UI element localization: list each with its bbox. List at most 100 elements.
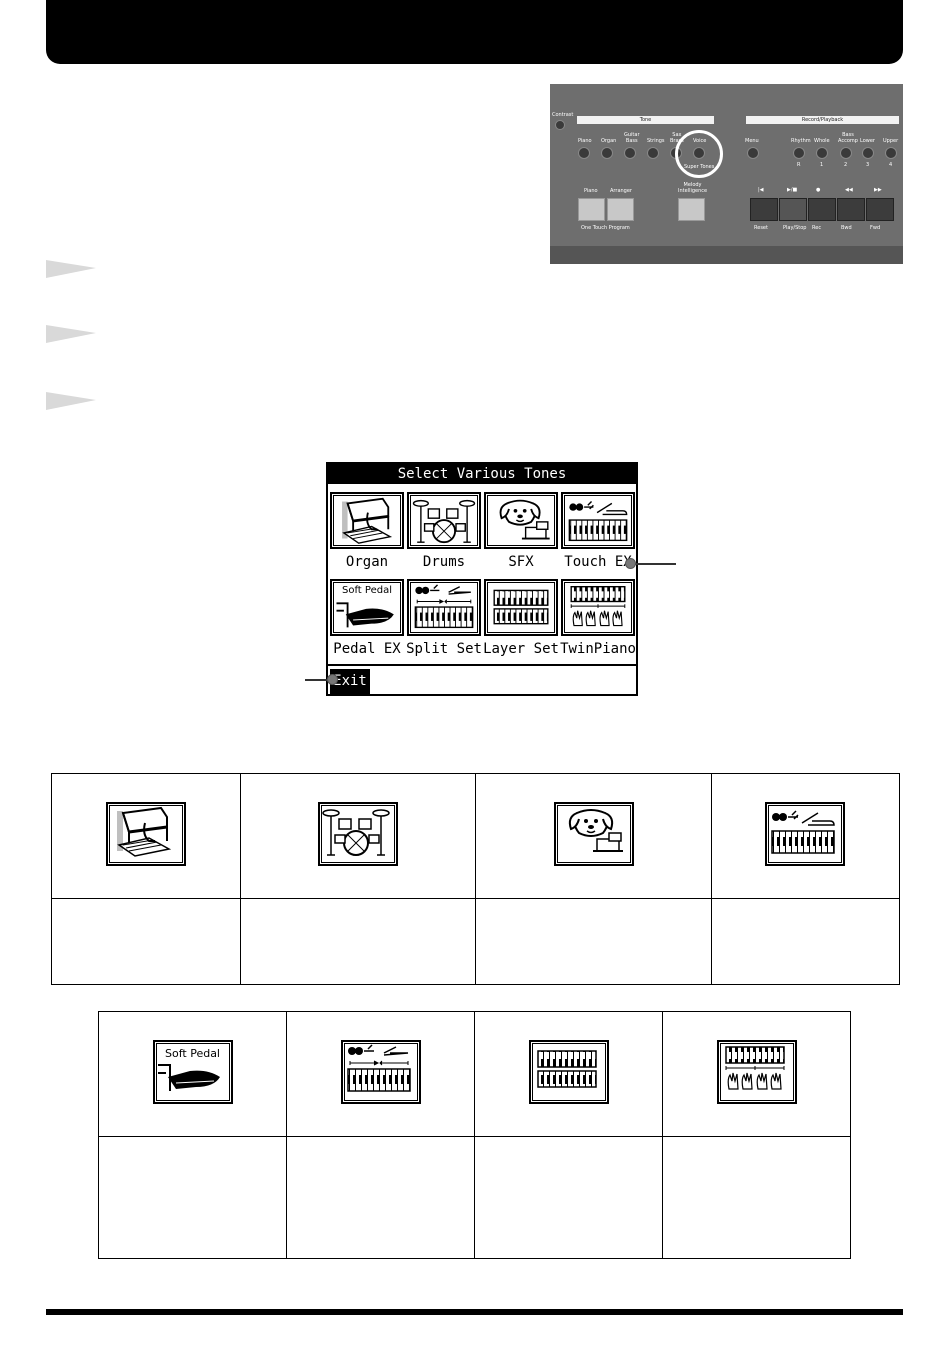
tile-organ[interactable] [330, 492, 404, 549]
record-track-number: 2 [844, 162, 848, 168]
transport-button[interactable] [866, 198, 894, 221]
tone-table-1 [50, 773, 901, 985]
transport-symbol: ◀◀ [845, 187, 853, 193]
record-button-label: Whole [814, 138, 830, 144]
record-track-number: R [797, 162, 801, 168]
step-1-marker [46, 260, 96, 278]
record-button-label: Lower [860, 138, 875, 144]
record-button-label: Rhythm [791, 138, 811, 144]
transport-button[interactable] [837, 198, 865, 221]
tile-label-layer-set: Layer Set [483, 641, 559, 657]
callout-line-exit [305, 679, 335, 681]
melody-intelligence-label: Melody Intelligence [678, 182, 708, 194]
panel-shadow [550, 246, 903, 264]
tone-button-label: Strings [647, 138, 665, 144]
transport-symbol: ▶/■ [787, 187, 798, 193]
tile-label-drums: Drums [422, 554, 466, 570]
tone-header: Tone [577, 116, 714, 124]
tile-pedal-ex[interactable]: Soft Pedal [330, 579, 404, 636]
touch-ex-icon [565, 496, 631, 545]
twin-piano-icon [720, 1043, 790, 1096]
callout-dot-touch-ex [625, 558, 636, 569]
layer-set-icon [532, 1043, 602, 1096]
tile-label-split-set: Split Set [406, 641, 482, 657]
tone-button-label: Guitar Bass [624, 132, 640, 144]
callout-line-touch-ex [630, 563, 676, 565]
exit-button[interactable]: Exit [330, 669, 370, 694]
record-button[interactable] [862, 147, 874, 159]
record-button[interactable] [793, 147, 805, 159]
split-set-description-cell [286, 1136, 475, 1259]
section-header-bar [46, 0, 903, 64]
drums-icon [321, 805, 391, 858]
record-track-number: 4 [889, 162, 893, 168]
transport-symbol: ● [816, 187, 821, 193]
twin-piano-description-cell [662, 1136, 851, 1259]
one-touch-piano-label: Piano [584, 188, 598, 194]
tone-button-label: Piano [578, 138, 592, 144]
record-button[interactable] [885, 147, 897, 159]
split-set-icon [411, 583, 477, 632]
tile-label-sfx: SFX [508, 554, 534, 570]
footer-rule [46, 1309, 903, 1315]
soft-pedal-text: Soft Pedal [165, 1047, 220, 1060]
tone-button[interactable] [647, 147, 659, 159]
split-set-icon-box [340, 1040, 421, 1104]
twin-piano-icon [565, 583, 631, 632]
one-touch-piano-button[interactable] [578, 198, 605, 221]
tone-button[interactable] [578, 147, 590, 159]
lcd-title: Select Various Tones [328, 464, 636, 484]
record-header: Record/Playback [746, 116, 899, 124]
sfx-description-cell [475, 898, 712, 985]
record-track-number: 1 [820, 162, 824, 168]
tone-button[interactable] [624, 147, 636, 159]
tile-label-touch-ex: Touch EX [564, 554, 632, 570]
tile-drums[interactable] [407, 492, 481, 549]
tone-button-label: Organ [601, 138, 617, 144]
pedal-ex-description-cell [98, 1136, 287, 1259]
sfx-dog-icon [557, 805, 627, 858]
tile-label-pedal-ex: Pedal EX [333, 641, 401, 657]
sfx-icon-box [553, 802, 634, 866]
transport-symbol: ▶▶ [874, 187, 882, 193]
record-button-label: Menu [745, 138, 759, 144]
transport-label: Play/Stop [783, 225, 807, 231]
transport-label: Fwd [870, 225, 881, 231]
one-touch-arranger-button[interactable] [607, 198, 634, 221]
drums-icon [411, 496, 477, 545]
transport-label: Bwd [841, 225, 852, 231]
transport-button[interactable] [750, 198, 778, 221]
one-touch-arranger-label: Arranger [610, 188, 632, 194]
tile-split-set[interactable] [407, 579, 481, 636]
transport-label: Rec [812, 225, 822, 231]
tone-button[interactable] [601, 147, 613, 159]
transport-button[interactable] [779, 198, 807, 221]
step-3-marker [46, 392, 96, 410]
layer-set-icon-box [528, 1040, 609, 1104]
transport-button[interactable] [808, 198, 836, 221]
record-button[interactable] [816, 147, 828, 159]
sfx-dog-icon [488, 496, 554, 545]
record-button-label: Upper [883, 138, 899, 144]
layer-set-description-cell [474, 1136, 663, 1259]
record-track-number: 3 [866, 162, 870, 168]
record-button[interactable] [840, 147, 852, 159]
step-2-marker [46, 325, 96, 343]
split-set-icon [344, 1043, 414, 1096]
record-button-label: Bass Accomp [838, 132, 858, 144]
callout-dot-exit [327, 674, 338, 685]
one-touch-program-label: One Touch Program [581, 225, 630, 231]
tile-layer-set[interactable] [484, 579, 558, 636]
tile-touch-ex[interactable] [561, 492, 635, 549]
pedal-ex-icon-box: Soft Pedal [152, 1040, 233, 1104]
voice-highlight-circle [675, 130, 723, 178]
drums-description-cell [240, 898, 477, 985]
tile-twin-piano[interactable] [561, 579, 635, 636]
transport-symbol: |◀ [758, 187, 764, 193]
melody-intelligence-button[interactable] [678, 198, 705, 221]
touch-ex-icon [768, 805, 838, 858]
organ-icon-box [106, 802, 187, 866]
tile-sfx[interactable] [484, 492, 558, 549]
record-button[interactable] [747, 147, 759, 159]
tone-button-label: Sax Brass [670, 132, 684, 144]
